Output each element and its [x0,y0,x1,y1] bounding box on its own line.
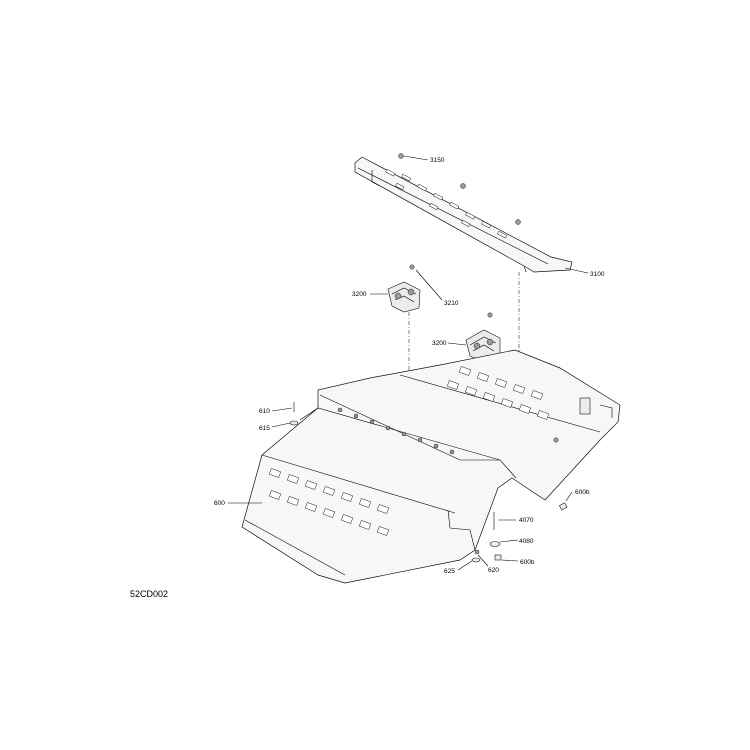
bolt-3210-group [409,264,493,318]
callout-4070: 4070 [519,517,534,524]
callout-600b-bottom: 600b [520,559,535,566]
callout-3210: 3210 [444,300,459,307]
callout-600b-top: 600b [575,489,590,496]
callout-labels: 3150 3100 3210 3200 3200 610 615 600 600… [214,157,605,575]
bracket-3200-left [387,281,421,313]
skid-plate-main [241,349,621,584]
callout-610: 610 [259,408,270,415]
callout-625: 625 [444,568,455,575]
callout-620: 620 [488,567,499,574]
callout-3200-left: 3200 [352,291,367,298]
leader-lines [228,155,589,571]
drawing-id: 52CD002 [130,589,168,599]
callout-4080: 4080 [519,538,534,545]
bolt-3150-group [398,153,521,225]
callout-3100: 3100 [590,271,605,278]
callout-615: 615 [259,425,270,432]
bracket-3200-right [465,329,501,363]
callout-3200-right: 3200 [432,340,447,347]
callout-3150: 3150 [430,157,445,164]
skid-plate-top [354,156,573,273]
hardware-bottom [289,402,568,563]
callout-600: 600 [214,500,225,507]
